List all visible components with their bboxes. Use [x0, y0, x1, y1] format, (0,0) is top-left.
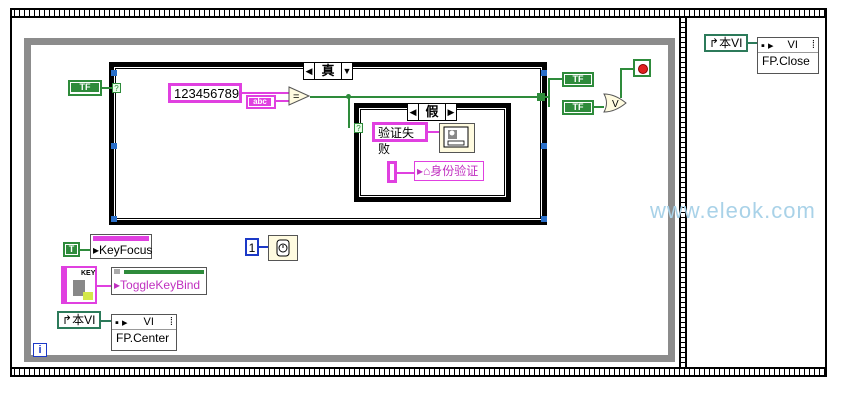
string-wire [397, 172, 415, 174]
bool-wire [548, 97, 550, 107]
sequence-top-border [10, 8, 827, 18]
boolean-constant-t[interactable]: T [63, 242, 80, 257]
node-arrow-icon: ▸⌂ [417, 164, 431, 178]
string-type-label: abc [249, 98, 271, 106]
ref-wire [748, 42, 758, 44]
fp-close-label: FP.Close [758, 53, 818, 69]
fp-center-label: FP.Center [112, 330, 176, 346]
case-selector-label: 真 [314, 62, 342, 80]
decrement-arrow-icon[interactable]: ◀ [305, 66, 313, 76]
or-symbol: V [612, 99, 619, 110]
dialog-glyph [443, 126, 469, 148]
equal-symbol: = [293, 91, 299, 103]
iteration-terminal: i [33, 343, 47, 357]
dropdown-arrow-icon[interactable]: ▶ [447, 107, 455, 117]
key-icon-body [73, 280, 85, 296]
string-wire [242, 92, 289, 94]
wait-constant[interactable]: 1 [245, 238, 259, 256]
tunnel [541, 216, 547, 222]
tunnel [111, 216, 117, 222]
invoke-icon: ▪ ▸ [115, 316, 128, 329]
string-wire [428, 131, 440, 133]
bool-wire [310, 96, 542, 98]
tunnel [541, 70, 547, 76]
key-icon-bar [63, 268, 67, 302]
bool-wire [594, 106, 604, 108]
bool-wire [80, 249, 92, 251]
equal-node: = [288, 86, 310, 106]
tunnel [111, 70, 117, 76]
one-button-dialog-icon [439, 123, 475, 153]
boolean-indicator-tf-1: TF [562, 72, 594, 87]
case-selector-label: 假 [418, 103, 446, 121]
bool-wire [548, 78, 550, 98]
ref-bar [93, 236, 149, 241]
identity-verify-label: 身份验证 [430, 164, 479, 178]
frame-separator-film [681, 18, 685, 367]
while-loop [24, 38, 675, 362]
wire-junction [346, 94, 351, 99]
or-node: V [603, 93, 627, 113]
bool-wire [348, 96, 350, 128]
keyfocus-property-node: ▸KeyFocus [90, 234, 152, 259]
ref-wire [101, 320, 113, 322]
password-string-constant[interactable]: 123456789 [168, 83, 242, 103]
togglekeybind-property-node: ▸ToggleKeyBind [111, 267, 207, 295]
sequence-bottom-border [10, 367, 827, 377]
key-icon-mark [83, 292, 93, 300]
arrow-icon: ↱ [709, 36, 720, 50]
invoke-head: ▪ ▸VI⁞ [758, 38, 818, 53]
identity-verify-node: ▸⌂身份验证 [414, 161, 484, 181]
ref-bar [124, 270, 204, 274]
bool-wire [102, 87, 112, 89]
numeric-wire [259, 246, 268, 248]
stop-dot [638, 64, 648, 74]
bool-wire [548, 78, 562, 80]
sequence-left-edge [10, 8, 12, 377]
frame-separator-2 [685, 18, 687, 367]
invoke-icon: ▪ ▸ [761, 39, 774, 52]
bool-wire [620, 68, 634, 70]
arrow-icon: ↱ [62, 313, 73, 327]
dropdown-arrow-icon[interactable]: ▼ [342, 66, 352, 76]
this-vi-reference-right[interactable]: ↱本VI [704, 34, 748, 52]
decrement-arrow-icon[interactable]: ◀ [409, 107, 417, 117]
case-selector-outer[interactable]: ◀ 真 ▼ [303, 62, 353, 80]
tunnel [111, 143, 117, 149]
bool-tunnel-out [537, 93, 545, 101]
grip-icon: ⁞ [169, 316, 173, 328]
case-selector-terminal: ? [112, 83, 121, 93]
ref-wire [97, 285, 113, 287]
fp-close-invoke-node: ▪ ▸VI⁞ FP.Close [757, 37, 819, 74]
wait-glyph [276, 239, 290, 257]
boolean-indicator-tf-2: TF [562, 100, 594, 115]
case-selector-inner[interactable]: ◀ 假 ▶ [407, 103, 457, 121]
boolean-constant-tf[interactable]: TF [68, 80, 102, 96]
string-wire [276, 100, 289, 102]
frame-separator [679, 18, 681, 367]
togglekeybind-label: ▸ToggleKeyBind [114, 278, 201, 292]
prop-head-icon [114, 269, 120, 274]
bool-wire [620, 68, 622, 98]
case-selector-terminal: ? [354, 123, 363, 133]
string-control-terminal[interactable]: abc [246, 95, 276, 109]
sequence-right-edge [825, 8, 827, 377]
keyfocus-label: ▸KeyFocus [93, 243, 153, 257]
tunnel [541, 143, 547, 149]
this-vi-reference[interactable]: ↱本VI [57, 311, 101, 329]
string-source-terminal [387, 161, 397, 183]
invoke-head: ▪ ▸VI⁞ [112, 315, 176, 330]
key-event-icon: KEY [61, 266, 97, 304]
grip-icon: ⁞ [811, 39, 815, 51]
stop-button-icon[interactable] [633, 59, 651, 77]
verify-failed-string-constant[interactable]: 验证失败 [372, 122, 428, 156]
bool-wire [542, 96, 550, 98]
key-icon-text: KEY [81, 270, 96, 277]
wait-ms-icon [268, 235, 298, 261]
watermark: www.eleok.com [650, 198, 816, 223]
fp-center-invoke-node: ▪ ▸VI⁞ FP.Center [111, 314, 177, 351]
